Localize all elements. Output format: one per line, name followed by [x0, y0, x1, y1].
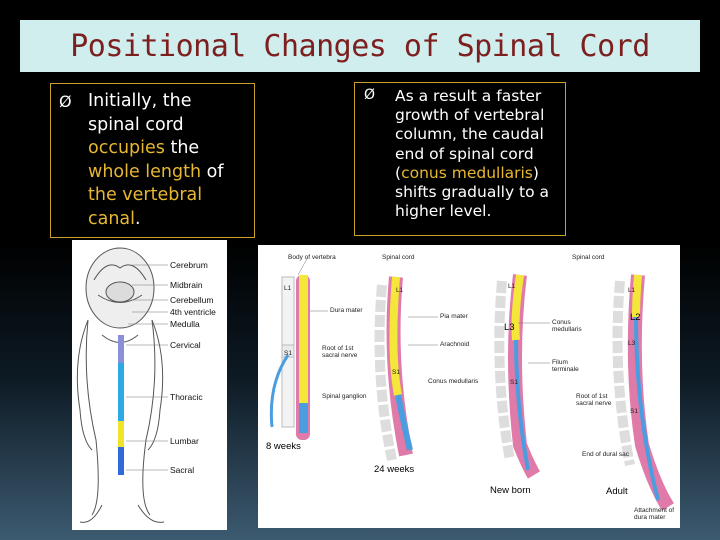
- fetus-illustration: Cerebrum Midbrain Cerebellum 4th ventric…: [72, 240, 227, 530]
- label-cervical: Cervical: [170, 340, 201, 350]
- label-medulla: Medulla: [170, 319, 200, 329]
- label-midbrain: Midbrain: [170, 280, 203, 290]
- initial-position-text: Initially, the spinal cord occupies the …: [88, 90, 248, 231]
- highlight-occupies: occupies: [88, 138, 165, 158]
- vertebra-l2-label: L2: [630, 312, 641, 323]
- label-lumbar: Lumbar: [170, 436, 199, 446]
- vertebra-s1-label: S1: [392, 369, 400, 376]
- shift-textbox: Ø As a result a faster growth of vertebr…: [354, 82, 566, 236]
- vertebra-l1-label: L1: [396, 287, 404, 294]
- arrow-bullet-icon: Ø: [364, 87, 376, 103]
- initial-position-textbox: Ø Initially, the spinal cord occupies th…: [50, 83, 255, 238]
- label-cerebrum: Cerebrum: [170, 260, 208, 270]
- title-bar: Positional Changes of Spinal Cord: [20, 20, 700, 72]
- vertebra-s1-label: S1: [284, 350, 292, 357]
- label-4th-ventricle: 4th ventricle: [170, 307, 216, 317]
- slide-title: Positional Changes of Spinal Cord: [70, 28, 650, 64]
- stage-label-8-weeks: 8 weeks: [266, 441, 301, 452]
- stage-adult: [612, 274, 674, 511]
- label-attachment-dura-mater: Attachment of dura mater: [634, 507, 675, 521]
- label-root-sacral-nerve: Root of 1st sacral nerve: [322, 345, 358, 359]
- highlight-whole-length: whole length: [88, 161, 202, 182]
- vertebra-s1-label: S1: [630, 408, 638, 415]
- fetus-drawing: [76, 247, 168, 523]
- label-end-of-dural-sac: End of dural sac: [582, 451, 629, 458]
- arrow-bullet-icon: Ø: [59, 92, 72, 111]
- label-dura-mater: Dura mater: [330, 307, 363, 314]
- text-part: .: [135, 208, 141, 229]
- label-conus-medullaris: Conus medullaris: [552, 319, 582, 333]
- label-pia-mater: Pia mater: [440, 313, 468, 320]
- stage-label-24-weeks: 24 weeks: [374, 464, 415, 475]
- label-root-sacral-nerve: Root of 1st sacral nerve: [576, 393, 612, 407]
- label-spinal-ganglion: Spinal ganglion: [322, 393, 367, 400]
- spinal-cord-stages-diagram: Body of vertebra Spinal cord Spinal cord…: [258, 245, 680, 528]
- text-part: As a result a faster growth of vertebral…: [395, 87, 545, 182]
- label-filum-terminale: Filum terminale: [552, 359, 579, 373]
- stage-label-new-born: New born: [490, 485, 531, 496]
- label-conus-medullaris: Conus medullaris: [428, 378, 479, 385]
- label-cerebellum: Cerebellum: [170, 295, 214, 305]
- highlight-vertebral-canal: the vertebral canal: [88, 185, 203, 229]
- stage-8-weeks: [269, 275, 310, 440]
- vertebra-l3-label: L3: [628, 340, 636, 347]
- label-spinal-cord: Spinal cord: [572, 254, 605, 261]
- label-thoracic: Thoracic: [170, 392, 203, 402]
- label-arachnoid: Arachnoid: [440, 341, 470, 348]
- label-body-of-vertebra: Body of vertebra: [288, 254, 336, 261]
- vertebra-l1-label: L1: [284, 285, 292, 292]
- text-part: the: [164, 138, 200, 158]
- stage-24-weeks: [374, 276, 413, 462]
- cord-stages-drawing: [269, 256, 674, 511]
- text-part: Initially, the spinal cord: [88, 91, 192, 135]
- label-sacral: Sacral: [170, 465, 195, 475]
- vertebra-s1-label: S1: [510, 379, 518, 386]
- stage-label-adult: Adult: [606, 486, 628, 497]
- vertebra-l3-label: L3: [504, 322, 515, 333]
- vertebra-l1-label: L1: [628, 287, 636, 294]
- text-part: of: [201, 161, 224, 182]
- label-spinal-cord: Spinal cord: [382, 254, 415, 261]
- highlight-conus-medullaris: conus medullaris: [401, 163, 533, 182]
- vertebra-l1-label: L1: [508, 283, 516, 290]
- shift-text: As a result a faster growth of vertebral…: [395, 87, 563, 221]
- stage-new-born: [494, 274, 541, 479]
- text-part: ) shifts gradually to a higher level.: [395, 163, 550, 221]
